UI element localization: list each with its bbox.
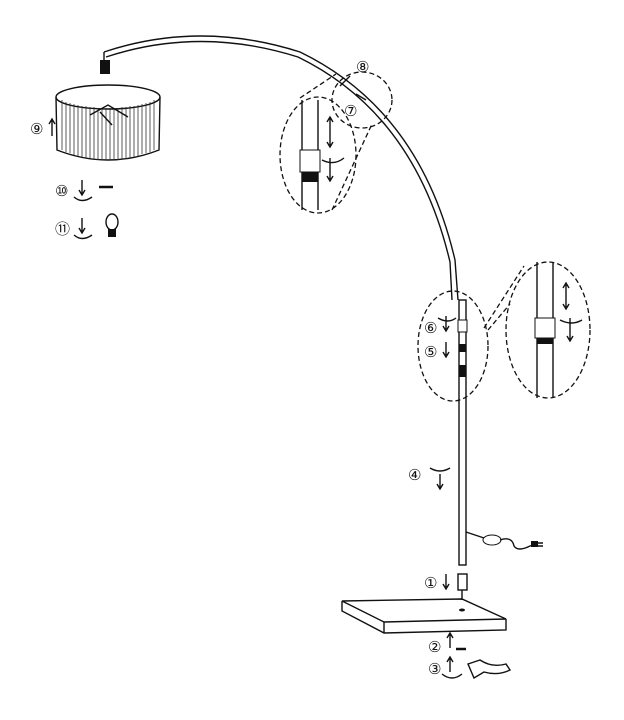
power-cord <box>465 531 543 550</box>
lamp-shade <box>55 84 161 161</box>
lamp-arc <box>103 35 459 301</box>
step-2-label: ② <box>428 638 441 656</box>
wrench-icon <box>467 659 512 680</box>
step-10-label: ⑩ <box>55 182 68 200</box>
joint-detail-top <box>299 100 345 210</box>
pole-callout-small <box>417 290 489 402</box>
joint-callout-large <box>279 96 357 214</box>
step-1-label: ① <box>424 574 437 592</box>
pole-arrows <box>437 316 457 359</box>
step-11-label: ⑪ <box>55 220 70 238</box>
callout-lines <box>483 265 525 331</box>
twist-arrow-icon <box>429 467 451 491</box>
bulb-icon <box>105 213 119 237</box>
pole-callout-large <box>505 261 591 399</box>
joint-arrows <box>339 75 367 101</box>
callout-lines <box>299 73 373 211</box>
step-8-label: ⑧ <box>356 58 369 76</box>
lamp-pole <box>457 299 468 600</box>
arrow-down-icon <box>442 574 450 591</box>
step-7-label: ⑦ <box>344 102 357 120</box>
step-3-label: ③ <box>428 660 441 678</box>
lamp-base <box>341 598 507 634</box>
joint-detail-pole <box>534 262 583 398</box>
arrow-up-icon <box>48 117 56 136</box>
joint-callout-small <box>331 71 393 129</box>
twist-arrow-icon <box>73 180 93 202</box>
arrow-up-icon <box>446 631 454 648</box>
lamp-socket <box>100 52 110 74</box>
step-4-label: ④ <box>408 466 421 484</box>
step-6-label: ⑥ <box>424 319 437 337</box>
twist-arrow-icon <box>73 218 93 240</box>
step-5-label: ⑤ <box>424 343 437 361</box>
step-9-label: ⑨ <box>30 120 43 138</box>
twist-arrow-icon <box>441 655 463 679</box>
